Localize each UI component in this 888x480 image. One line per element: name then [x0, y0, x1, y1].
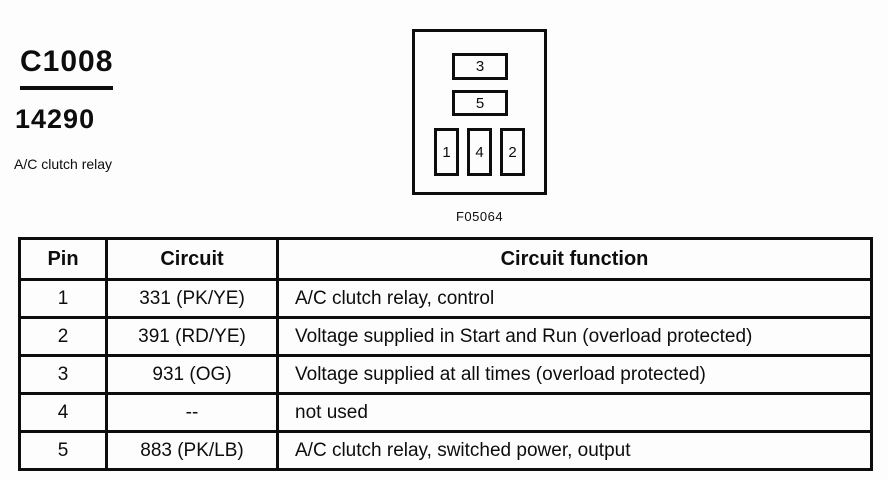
cavity-5: 5 [452, 90, 508, 116]
pin-cell: 5 [18, 430, 108, 471]
header-circuit: Circuit [105, 237, 279, 281]
pin-cell: 3 [18, 354, 108, 395]
table-row: 3 931 (OG) Voltage supplied at all times… [18, 354, 873, 395]
cavity-3: 3 [452, 53, 508, 80]
cavity-2: 2 [500, 128, 525, 176]
cavity-1-label: 1 [442, 143, 451, 161]
pinout-table: Pin Circuit Circuit function 1 331 (PK/Y… [18, 237, 873, 471]
connector-id-title: C1008 [20, 47, 114, 90]
table-header-row: Pin Circuit Circuit function [18, 237, 873, 281]
part-number: 14290 [15, 104, 96, 134]
header-circuit-function: Circuit function [276, 237, 873, 281]
function-cell: A/C clutch relay, switched power, output [276, 430, 873, 471]
cavity-5-label: 5 [475, 94, 485, 112]
cavity-1: 1 [434, 128, 459, 176]
header-pin: Pin [18, 237, 108, 281]
table-row: 5 883 (PK/LB) A/C clutch relay, switched… [18, 430, 873, 471]
circuit-cell: 883 (PK/LB) [105, 430, 279, 471]
cavity-4: 4 [467, 128, 492, 176]
table-row: 1 331 (PK/YE) A/C clutch relay, control [18, 278, 873, 319]
function-cell: not used [276, 392, 873, 433]
circuit-cell: 931 (OG) [105, 354, 279, 395]
circuit-cell: -- [105, 392, 279, 433]
figure-code: F05064 [455, 209, 504, 224]
table-row: 4 -- not used [18, 392, 873, 433]
table-row: 2 391 (RD/YE) Voltage supplied in Start … [18, 316, 873, 357]
connector-diagram: 3 5 1 4 2 [412, 29, 547, 195]
pin-cell: 4 [18, 392, 108, 433]
cavity-3-label: 3 [475, 58, 485, 75]
connector-description: A/C clutch relay [14, 156, 113, 172]
pin-cell: 2 [18, 316, 108, 357]
function-cell: Voltage supplied at all times (overload … [276, 354, 873, 395]
cavity-4-label: 4 [475, 143, 484, 161]
circuit-cell: 391 (RD/YE) [105, 316, 279, 357]
function-cell: Voltage supplied in Start and Run (overl… [276, 316, 873, 357]
circuit-cell: 331 (PK/YE) [105, 278, 279, 319]
function-cell: A/C clutch relay, control [276, 278, 873, 319]
pin-cell: 1 [18, 278, 108, 319]
cavity-2-label: 2 [508, 143, 517, 161]
